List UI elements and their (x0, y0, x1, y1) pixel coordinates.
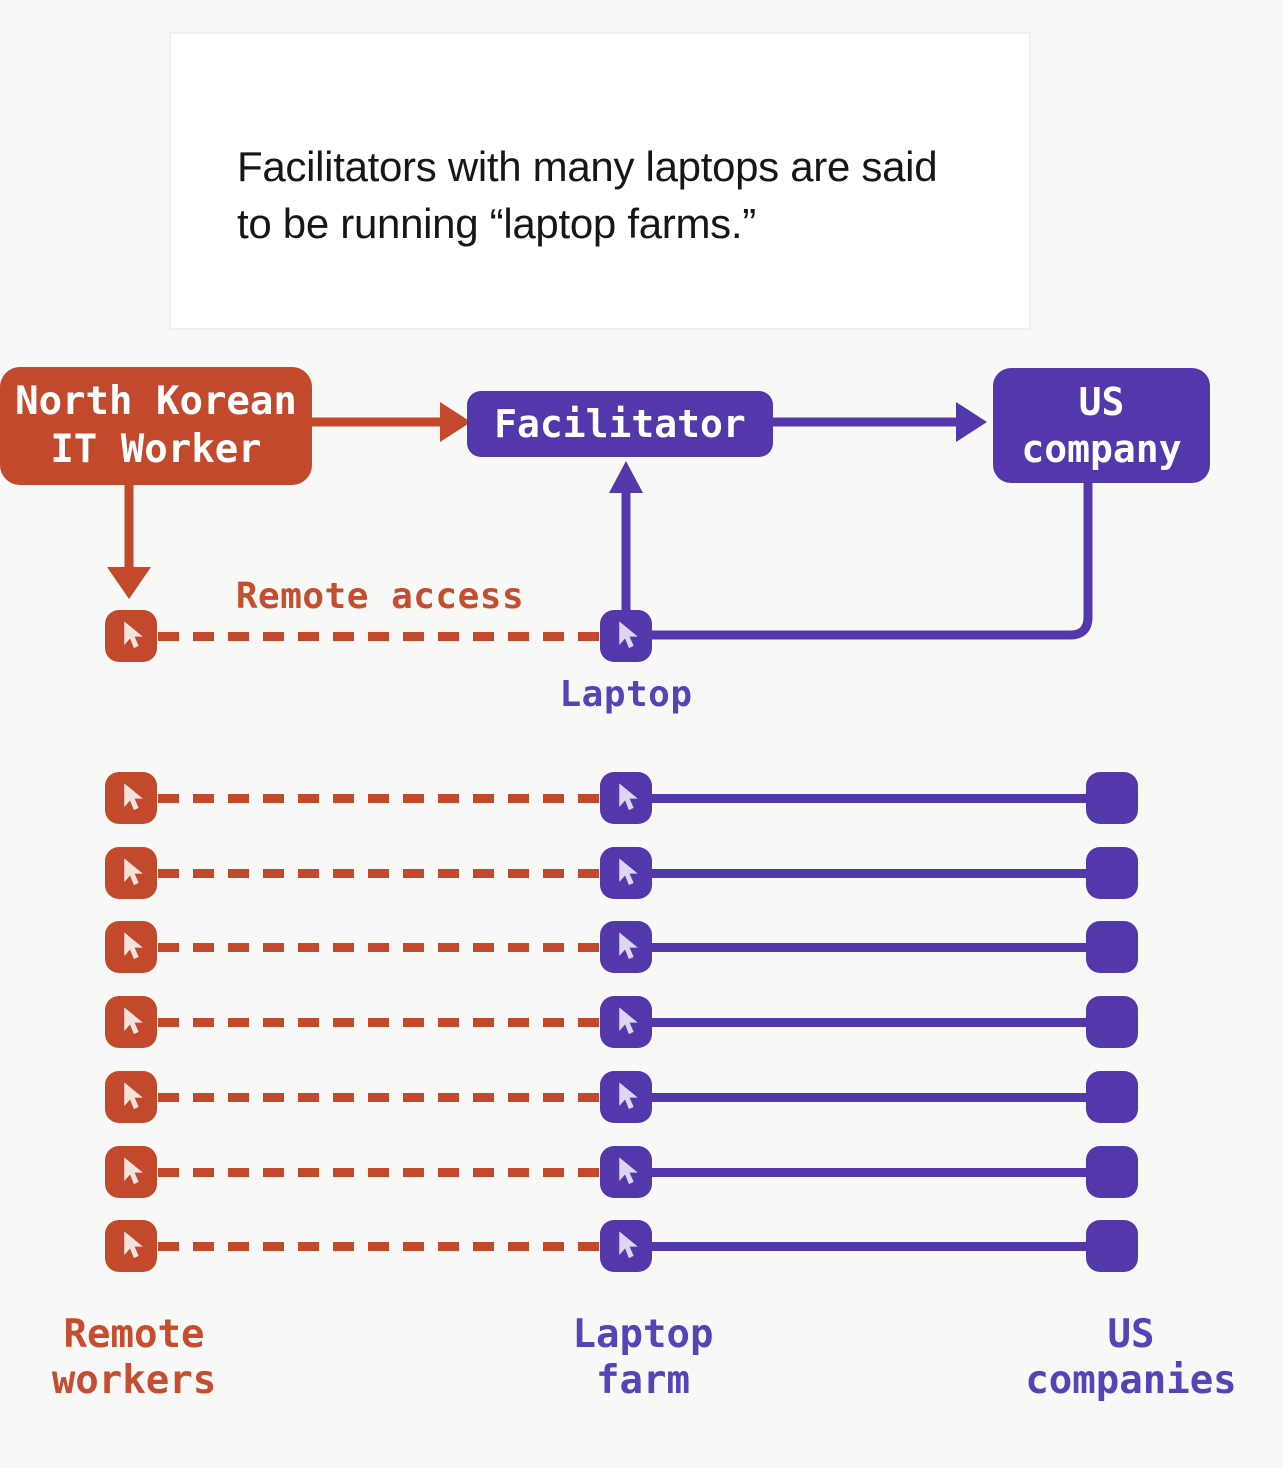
cursor-arrow-icon (124, 783, 143, 811)
cursor-arrow-icon (124, 1007, 143, 1035)
laptop-to-company-line (652, 1018, 1086, 1027)
company-endpoint-square (1086, 1220, 1138, 1272)
remote-access-dashed-line (158, 794, 600, 803)
remote-worker-cursor (105, 996, 157, 1048)
laptop-cursor (600, 847, 652, 899)
cursor-arrow-icon (619, 1007, 638, 1035)
connector-laptop-to-us-elbow (652, 483, 1093, 640)
arrow-laptop-to-facilitator-head (609, 461, 643, 493)
legend-line: Laptop (572, 1312, 714, 1357)
legend-line: US (1107, 1312, 1155, 1357)
cursor-arrow-icon (124, 1082, 143, 1110)
note-card: Facilitators with many laptops are said … (169, 32, 1031, 330)
farm-row (0, 1146, 1283, 1198)
note-text: Facilitators with many laptops are said … (237, 143, 938, 247)
laptop-cursor (600, 921, 652, 973)
legend-line: companies (1025, 1358, 1237, 1403)
cursor-arrow-icon (124, 932, 143, 960)
remote-access-dashed-line (158, 1168, 600, 1177)
node-label-line: North Korean (15, 379, 297, 424)
laptop-cursor (600, 1071, 652, 1123)
legend-us-companies: US companies (1021, 1312, 1241, 1404)
node-nk-worker: North Korean IT Worker (0, 367, 312, 485)
company-endpoint-square (1086, 1146, 1138, 1198)
cursor-arrow-icon (124, 1231, 143, 1259)
arrow-nk-to-worker-head (107, 567, 151, 599)
company-endpoint-square (1086, 996, 1138, 1048)
remote-worker-cursor (105, 847, 157, 899)
node-label-line: Facilitator (494, 402, 746, 446)
laptop-label: Laptop (559, 674, 693, 715)
laptop-cursor (600, 996, 652, 1048)
company-endpoint-square (1086, 1071, 1138, 1123)
cursor-arrow-icon (619, 1157, 638, 1185)
farm-row (0, 847, 1283, 899)
laptop-cursor (600, 772, 652, 824)
remote-worker-cursor (105, 610, 157, 662)
node-facilitator: Facilitator (467, 391, 773, 457)
farm-row (0, 996, 1283, 1048)
node-us-company: US company (993, 368, 1210, 483)
farm-row (0, 921, 1283, 973)
laptop-to-company-line (652, 1242, 1086, 1251)
laptop-to-company-line (652, 1093, 1086, 1102)
company-endpoint-square (1086, 847, 1138, 899)
remote-worker-cursor (105, 1220, 157, 1272)
cursor-arrow-icon (124, 621, 143, 649)
cursor-arrow-icon (619, 1082, 638, 1110)
node-label-line: US (1078, 379, 1125, 424)
arrow-facilitator-to-us-head (956, 402, 987, 442)
company-endpoint-square (1086, 921, 1138, 973)
cursor-arrow-icon (619, 1231, 638, 1259)
farm-row (0, 1071, 1283, 1123)
cursor-arrow-icon (619, 858, 638, 886)
remote-access-dashed-line (158, 869, 600, 878)
remote-access-dashed-line (158, 632, 600, 641)
laptop-cursor (600, 1220, 652, 1272)
legend-laptop-farm: Laptop farm (543, 1312, 743, 1404)
laptop-to-company-line (652, 943, 1086, 952)
laptop-cursor (600, 1146, 652, 1198)
laptop-to-company-line (652, 794, 1086, 803)
node-label-line: IT Worker (50, 427, 262, 472)
laptop-to-company-line (652, 869, 1086, 878)
legend-line: workers (51, 1358, 217, 1403)
laptop-to-company-line (652, 1168, 1086, 1177)
legend-line: Remote (63, 1312, 205, 1357)
arrow-nk-to-facilitator-head (440, 402, 471, 442)
remote-worker-cursor (105, 921, 157, 973)
remote-access-dashed-line (158, 1242, 600, 1251)
laptop-cursor (600, 610, 652, 662)
remote-access-dashed-line (158, 943, 600, 952)
remote-worker-cursor (105, 1071, 157, 1123)
farm-row (0, 1220, 1283, 1272)
cursor-arrow-icon (124, 858, 143, 886)
remote-access-label: Remote access (235, 576, 525, 617)
company-endpoint-square (1086, 772, 1138, 824)
cursor-arrow-icon (124, 1157, 143, 1185)
legend-remote-workers: Remote workers (34, 1312, 234, 1404)
cursor-arrow-icon (619, 621, 638, 649)
cursor-arrow-icon (619, 932, 638, 960)
farm-row (0, 772, 1283, 824)
remote-worker-cursor (105, 772, 157, 824)
node-label-line: company (1021, 426, 1182, 471)
remote-access-dashed-line (158, 1093, 600, 1102)
remote-access-dashed-line (158, 1018, 600, 1027)
remote-worker-cursor (105, 1146, 157, 1198)
cursor-arrow-icon (619, 783, 638, 811)
legend-line: farm (596, 1358, 690, 1403)
